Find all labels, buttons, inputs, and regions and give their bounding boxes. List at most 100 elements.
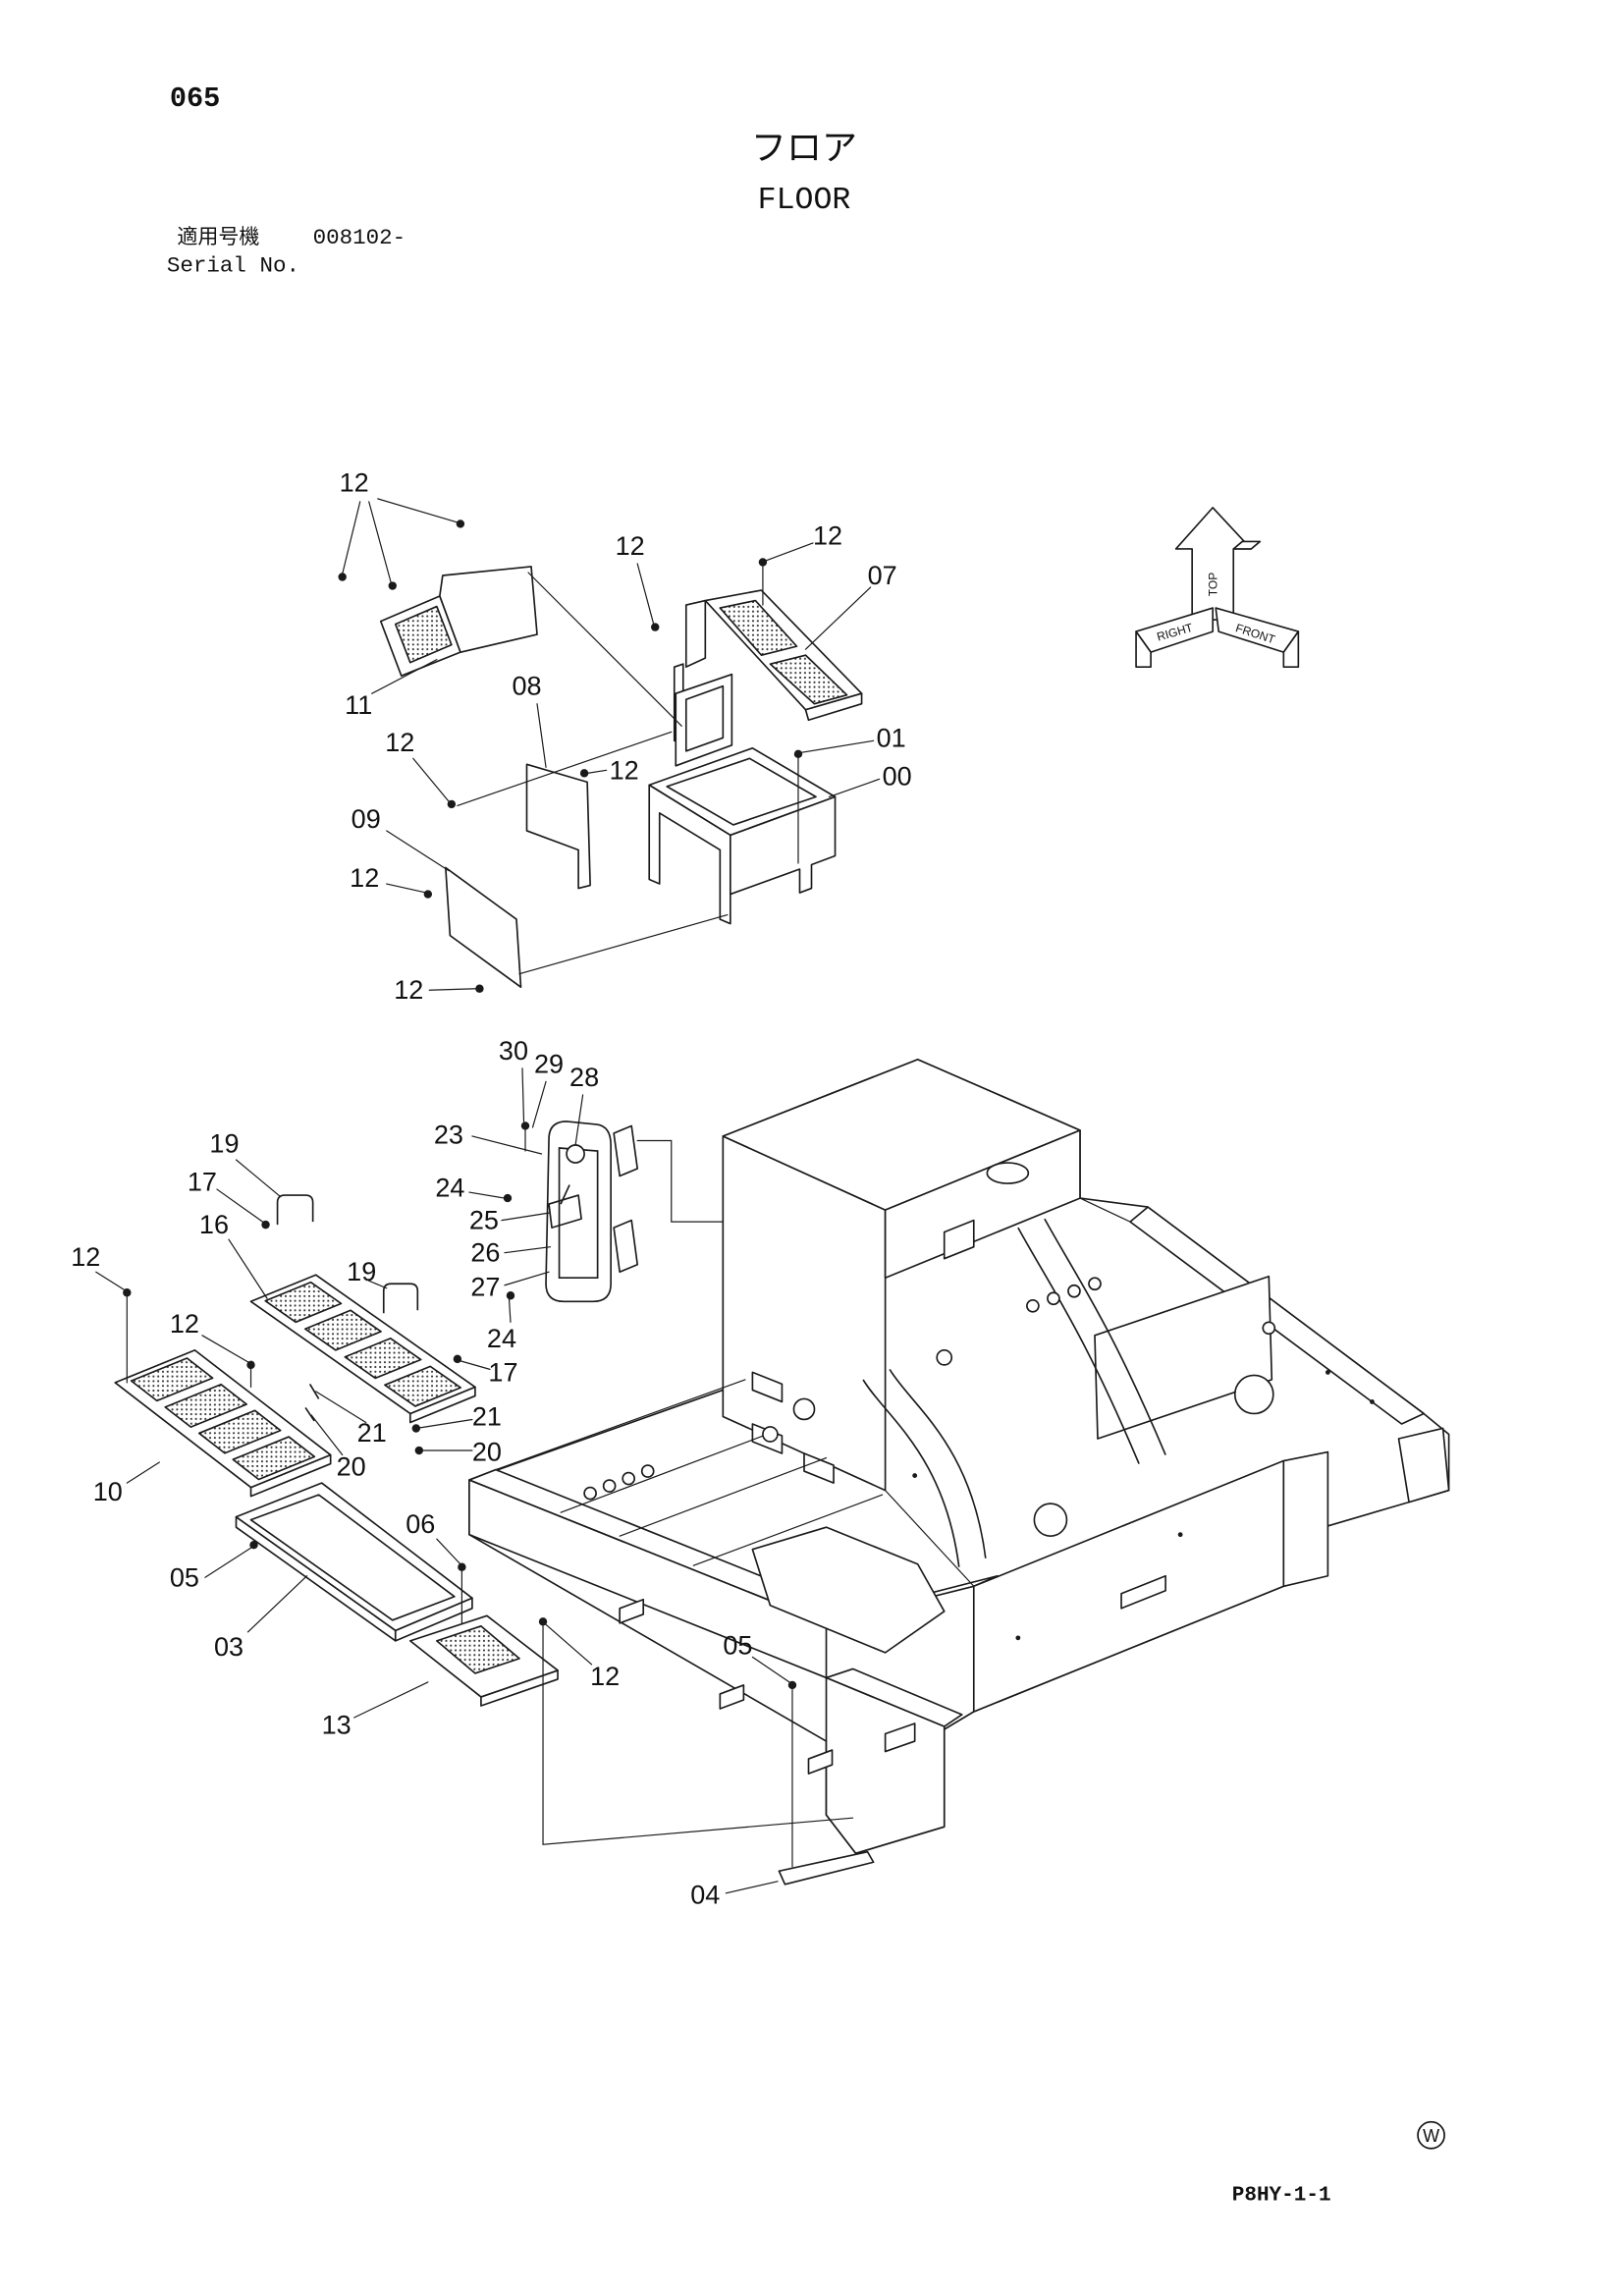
bolt-marker xyxy=(123,1288,132,1297)
frame-stud xyxy=(602,1479,617,1493)
callout-label: 09 xyxy=(352,804,381,834)
bolt-marker xyxy=(538,1617,548,1626)
guide-lines xyxy=(126,564,854,1868)
callout-label: 27 xyxy=(470,1272,500,1301)
leader-line xyxy=(436,1538,461,1565)
bolt-marker xyxy=(456,519,465,528)
leader-line xyxy=(371,659,438,694)
frame-edge-line xyxy=(1079,1197,1131,1223)
direction-indicator: TOP RIGHT FRONT xyxy=(1135,507,1300,668)
bolt-marker xyxy=(506,1291,515,1300)
bolt-marker xyxy=(249,1540,258,1550)
circled-mark-ring xyxy=(1417,2120,1445,2150)
part-10-tread-pad xyxy=(197,1409,282,1454)
part-10-tread-pad xyxy=(164,1383,247,1428)
callout-label: 26 xyxy=(470,1238,500,1268)
callout-label: 12 xyxy=(71,1242,100,1272)
leader-line xyxy=(501,1212,550,1222)
bolt-marker xyxy=(458,1562,466,1571)
part-10-tread-pad xyxy=(130,1357,214,1402)
frame-stud xyxy=(1067,1284,1081,1298)
mounting-block xyxy=(1120,1574,1166,1610)
assembly-guide-line xyxy=(527,572,682,727)
bolt-marker xyxy=(338,573,347,581)
leader-line xyxy=(804,586,872,650)
part-16-tread-pad xyxy=(303,1309,382,1351)
leader-line xyxy=(228,1238,268,1299)
mounting-block xyxy=(719,1684,745,1710)
callout-label: 13 xyxy=(322,1711,352,1740)
callout-label: 12 xyxy=(340,467,369,497)
callout-label: 24 xyxy=(487,1324,516,1353)
leader-line xyxy=(386,830,450,872)
frame-edge-line xyxy=(619,1456,828,1537)
assembly-guide-line xyxy=(636,1139,724,1223)
part-19-u-bolt xyxy=(382,1283,419,1314)
leader-line xyxy=(246,1575,308,1633)
serial-number-label: Serial No. xyxy=(167,252,299,278)
part-11-tread-pad xyxy=(394,605,453,664)
callout-label: 17 xyxy=(488,1357,517,1387)
part-08-plate xyxy=(525,763,591,890)
part-23-hinge-bracket xyxy=(613,1219,639,1274)
leader-line xyxy=(574,1094,584,1146)
callout-label: 01 xyxy=(877,723,906,752)
right-rail-top xyxy=(1129,1206,1425,1425)
frame-edge-line xyxy=(560,1433,769,1513)
part-20-pin xyxy=(304,1406,315,1422)
callout-label: 16 xyxy=(199,1210,229,1239)
part-10-tread-pad xyxy=(232,1436,316,1481)
part-03-rim xyxy=(249,1494,456,1621)
callout-label: 20 xyxy=(337,1452,366,1482)
indicator-top-label: TOP xyxy=(1207,573,1220,596)
leader-line xyxy=(342,501,361,575)
callout-label: 19 xyxy=(347,1257,376,1286)
callout-label: 08 xyxy=(512,672,541,701)
page-number: 065 xyxy=(170,82,220,115)
callout-label: 23 xyxy=(434,1120,463,1149)
part-04-plate xyxy=(778,1850,875,1886)
callout-label: 12 xyxy=(350,863,379,893)
callout-label: 12 xyxy=(394,975,423,1005)
leader-line xyxy=(458,1359,491,1370)
leader-line xyxy=(95,1271,125,1290)
frame-hole xyxy=(1262,1321,1276,1336)
part-03-cover-plate xyxy=(235,1482,473,1632)
part-16-tread-pad xyxy=(344,1338,422,1380)
callout-label: 28 xyxy=(569,1063,599,1092)
title-japanese: フロア xyxy=(751,127,857,168)
mounting-block xyxy=(619,1598,645,1624)
applicable-model-label: 適用号機 xyxy=(177,224,259,248)
callout-label: 30 xyxy=(499,1036,528,1066)
frame-hole xyxy=(762,1426,779,1443)
front-mount-top xyxy=(825,1667,963,1727)
leader-line xyxy=(468,1191,506,1199)
part-07-tread-pad xyxy=(719,599,798,656)
arrow-side-face xyxy=(1232,540,1262,550)
frame-hole xyxy=(1033,1503,1068,1538)
bolt-marker xyxy=(388,581,397,590)
leader-line xyxy=(415,1418,473,1430)
leader-line xyxy=(471,1135,543,1155)
part-28-knob xyxy=(566,1144,585,1164)
leader-line xyxy=(545,1623,593,1666)
callout-label: 12 xyxy=(610,755,639,785)
leader-line xyxy=(536,703,547,768)
callout-label: 00 xyxy=(883,761,912,791)
wall-slot xyxy=(751,1371,784,1403)
assembly-guide-line xyxy=(457,731,673,807)
callout-label: 25 xyxy=(469,1206,499,1235)
leader-line xyxy=(521,1067,525,1122)
callout-label: 07 xyxy=(868,561,897,590)
leader-line xyxy=(201,1335,249,1363)
right-side-panel-end xyxy=(1282,1450,1329,1588)
figure-code: P8HY-1-1 xyxy=(1232,2183,1331,2207)
top-cap xyxy=(986,1162,1030,1184)
part-23-hinge-bracket xyxy=(613,1124,639,1177)
bolt-marker xyxy=(246,1360,255,1370)
bolt-marker xyxy=(758,558,768,567)
engine-mount-box xyxy=(1094,1275,1273,1440)
callout-label: 05 xyxy=(723,1630,752,1660)
leader-line xyxy=(800,739,875,753)
